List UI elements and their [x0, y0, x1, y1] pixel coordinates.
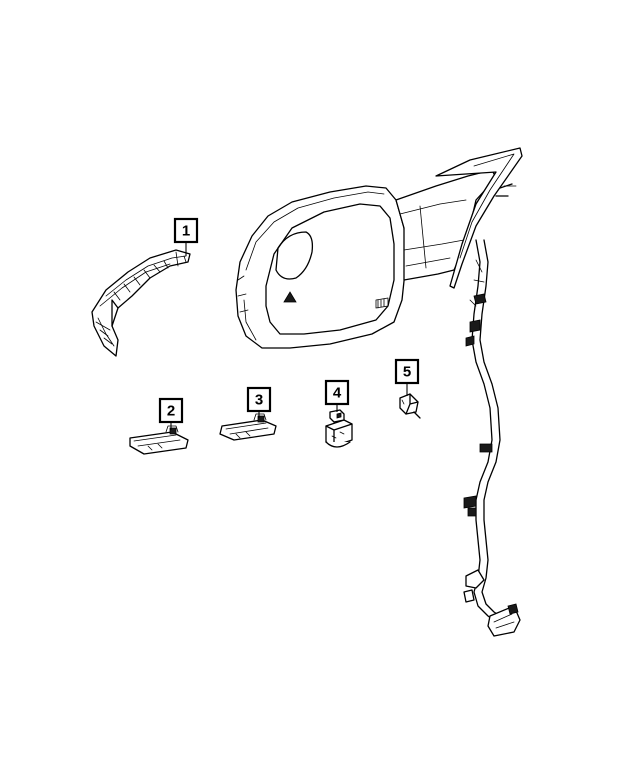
part-3-clip[interactable] [219, 413, 277, 441]
callout-4[interactable]: 4 [324, 379, 350, 406]
wiring-harness[interactable] [463, 239, 521, 637]
callout-1[interactable]: 1 [173, 217, 199, 244]
callout-3[interactable]: 3 [246, 386, 272, 413]
callout-1-label: 1 [182, 223, 190, 240]
callout-3-label: 3 [255, 392, 263, 409]
part-5-lamp[interactable] [399, 393, 421, 419]
callout-2[interactable]: 2 [158, 397, 184, 424]
callout-5-label: 5 [403, 364, 411, 381]
callout-2-label: 2 [167, 403, 175, 420]
callout-4-label: 4 [333, 385, 342, 402]
mirror-assembly[interactable] [235, 147, 523, 349]
part-2-clip[interactable] [129, 425, 189, 455]
part-4-actuator[interactable] [325, 409, 353, 448]
callout-5[interactable]: 5 [394, 358, 420, 385]
part-1-mirror-cover[interactable] [91, 249, 191, 357]
